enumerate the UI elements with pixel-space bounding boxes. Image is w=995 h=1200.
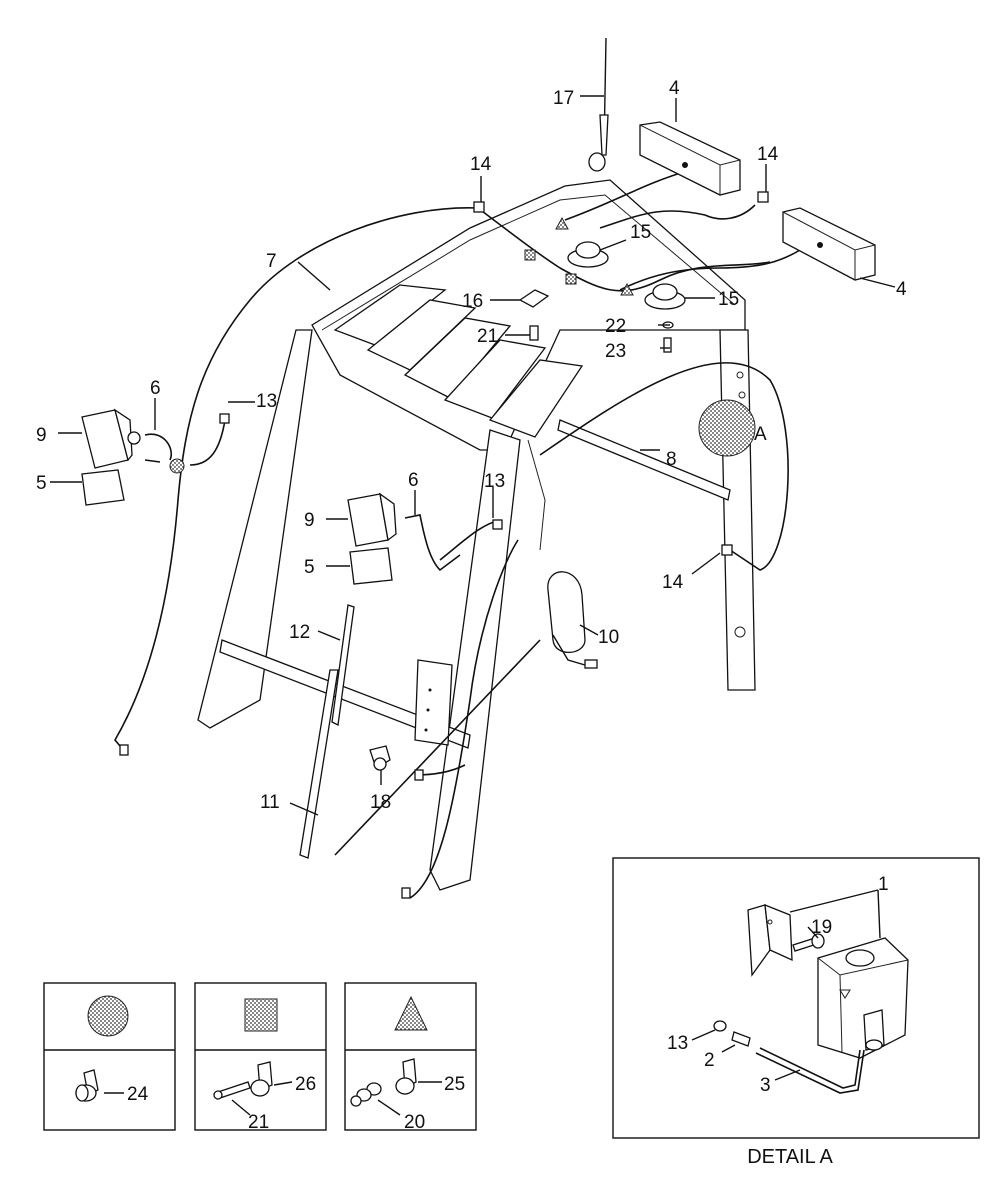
callout-20: 20 [404,1112,425,1133]
speaker-15-b [644,283,686,310]
antenna-17 [588,37,609,172]
callout-6: 6 [150,378,161,399]
wiper-motor-18 [369,745,391,771]
pigtails-6 [144,433,461,572]
lamp-lens-5-left [81,469,125,506]
callout-3: 3 [760,1075,771,1096]
callout-17: 17 [553,88,574,109]
work-lamp-9-center [347,492,397,547]
harness-8 [539,362,789,571]
roof-switch-16 [518,289,550,308]
callout-4: 4 [669,78,680,99]
detail-a-panel: 1 19 13 2 3 [612,857,980,1139]
callout-22: 22 [605,316,626,337]
harness-markers [169,216,634,474]
callout-15: 15 [630,222,651,243]
wiring [114,169,801,899]
detail-a-caption: DETAIL A [747,1146,833,1168]
callout-24: 24 [127,1084,149,1105]
mirror-10 [547,571,598,669]
callout-21: 21 [248,1112,269,1133]
wiper-blade-12 [331,604,355,726]
callout-4: 4 [896,279,907,300]
callout-11: 11 [260,792,280,813]
callout-8: 8 [666,449,677,470]
leader-lines [50,95,896,816]
callout-25: 25 [444,1074,465,1095]
callout-23: 23 [605,341,626,362]
callout-9: 9 [304,510,315,531]
callout-14: 14 [757,144,779,165]
callout-21: 21 [477,326,498,347]
callout-10: 10 [598,627,619,648]
callout-26: 26 [295,1074,316,1095]
callout-5: 5 [36,473,47,494]
callout-13: 13 [667,1033,688,1054]
work-lamp-9-left [81,408,141,469]
callout-labels: 17 4 14 14 15 4 7 16 15 21 22 23 6 13 9 … [36,78,907,813]
callout-9: 9 [36,425,47,446]
callout-5: 5 [304,557,315,578]
legend-circle-24: 24 [43,982,176,1131]
callout-18: 18 [370,792,391,813]
wiper-arm-11 [299,669,339,859]
lamp-lens-5-center [349,547,393,585]
callout-14: 14 [470,154,492,175]
callout-1: 1 [878,874,889,895]
legend-square-26: 26 21 [194,982,327,1133]
rear-lamp-4-left [639,121,741,196]
legend-triangle-25: 25 20 [344,982,477,1133]
callout-13: 13 [256,391,277,412]
callout-13: 13 [484,471,505,492]
fasteners-21-22-23 [529,321,674,353]
speaker-15-a [567,241,609,268]
callout-16: 16 [462,291,483,312]
roof-windows [333,284,584,438]
callout-14: 14 [662,572,684,593]
callout-15: 15 [718,289,739,310]
callout-6: 6 [408,470,419,491]
harness-7 [114,207,479,753]
clips [119,191,769,899]
callout-12: 12 [289,622,310,643]
callout-19: 19 [811,917,832,938]
rear-lamp-4-right [782,207,876,281]
detail-a-marker [698,399,756,457]
callout-2: 2 [704,1050,715,1071]
detail-a-label: A [754,424,767,445]
callout-7: 7 [266,251,277,272]
